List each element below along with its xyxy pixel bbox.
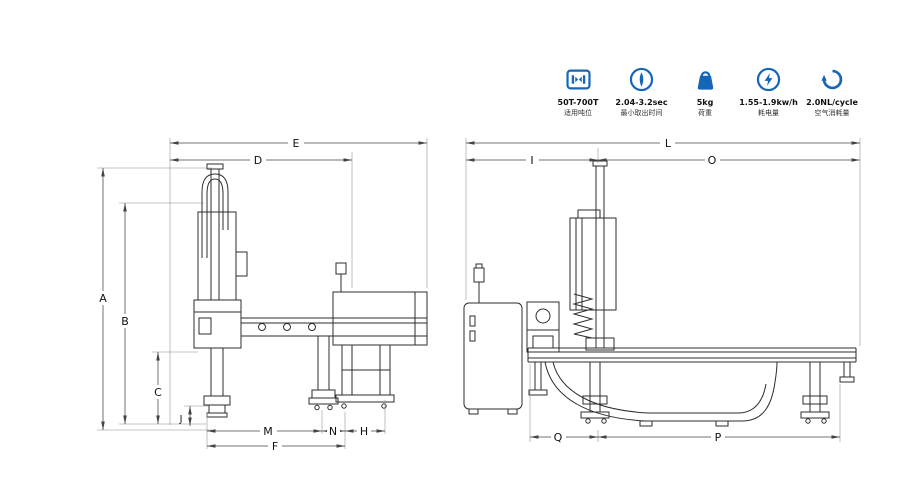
spec-value: 2.0NL/cycle xyxy=(806,98,858,107)
control-cabinet xyxy=(463,302,523,415)
side-view xyxy=(463,160,857,427)
dim-label-M: M xyxy=(263,425,273,438)
dim-label-Q: Q xyxy=(554,431,563,444)
dim-label-C: C xyxy=(154,386,162,399)
dim-H: H xyxy=(345,424,385,438)
dim-Q: Q xyxy=(530,430,598,444)
front-view xyxy=(193,163,428,418)
dim-I: I xyxy=(466,153,598,167)
dim-P: P xyxy=(598,430,840,444)
dim-D: D xyxy=(170,153,352,167)
spec-item-tonnage: 50T-700T 适用吨位 xyxy=(547,64,609,118)
dim-label-H: H xyxy=(360,425,368,438)
dim-label-O: O xyxy=(708,154,717,167)
spec-item-payload: 5kg 荷重 xyxy=(674,64,736,118)
base-stand xyxy=(544,361,778,427)
spec-label: 耗电量 xyxy=(758,109,779,117)
dim-C: C xyxy=(151,352,165,424)
spec-label: 适用吨位 xyxy=(564,109,592,117)
dim-E: E xyxy=(170,136,427,150)
spec-item-power: 1.55-1.9kw/h 耗电量 xyxy=(738,64,800,118)
cable-track-loop xyxy=(201,173,229,258)
spec-item-air: 2.0NL/cycle 空气消耗量 xyxy=(801,64,863,118)
spec-value: 1.55-1.9kw/h xyxy=(739,98,798,107)
dim-A: A xyxy=(95,168,111,430)
vertical-arm xyxy=(569,160,617,351)
machine-housing xyxy=(332,262,428,346)
vertical-rail xyxy=(206,163,224,300)
spec-value: 2.04-3.2sec xyxy=(615,98,668,107)
dim-label-J: J xyxy=(179,414,183,425)
specs-row: 50T-700T 适用吨位 2.04-3.2sec 最小取出时间 5kg 荷重 xyxy=(547,64,863,118)
mid-support-post xyxy=(308,336,339,411)
right-support-frame xyxy=(335,344,395,409)
dim-O: O xyxy=(598,153,860,167)
dim-label-B: B xyxy=(121,315,129,328)
lower-arm-gripper xyxy=(203,348,231,418)
takeout-time-icon xyxy=(628,64,655,94)
spiral-hose xyxy=(572,293,594,339)
air-consumption-icon xyxy=(819,64,846,94)
support-post-left xyxy=(580,362,610,424)
spec-value: 50T-700T xyxy=(557,98,599,107)
dim-label-L: L xyxy=(665,137,672,150)
dim-label-I: I xyxy=(530,154,533,167)
dimensions-side: L I O Q P xyxy=(465,136,861,444)
dim-L: L xyxy=(466,136,860,150)
spec-label: 荷重 xyxy=(698,109,712,117)
dim-label-P: P xyxy=(715,431,722,444)
carriage-block xyxy=(193,299,242,349)
dim-label-A: A xyxy=(99,292,107,305)
dim-label-N: N xyxy=(329,425,337,438)
traverse-beam xyxy=(241,317,427,337)
signal-beacon xyxy=(473,263,485,303)
clamp-tonnage-icon xyxy=(565,64,592,94)
power-consumption-icon xyxy=(755,64,782,94)
dimensions-front: E D A B C xyxy=(95,136,428,453)
spec-label: 最小取出时间 xyxy=(620,109,663,117)
support-post-right xyxy=(800,362,830,424)
dim-label-F: F xyxy=(272,440,278,453)
dim-M: M xyxy=(207,424,322,438)
dim-J: J xyxy=(179,406,192,426)
traverse-beam-side xyxy=(527,347,857,383)
payload-icon xyxy=(692,64,719,94)
dim-N: N xyxy=(322,424,345,438)
dim-B: B xyxy=(118,203,133,424)
spec-value: 5kg xyxy=(696,98,714,107)
dim-label-E: E xyxy=(293,137,300,150)
spec-label: 空气消耗量 xyxy=(814,109,850,117)
spec-item-takeout-time: 2.04-3.2sec 最小取出时间 xyxy=(611,64,673,118)
dim-F: F xyxy=(207,439,345,453)
dim-label-D: D xyxy=(254,154,262,167)
